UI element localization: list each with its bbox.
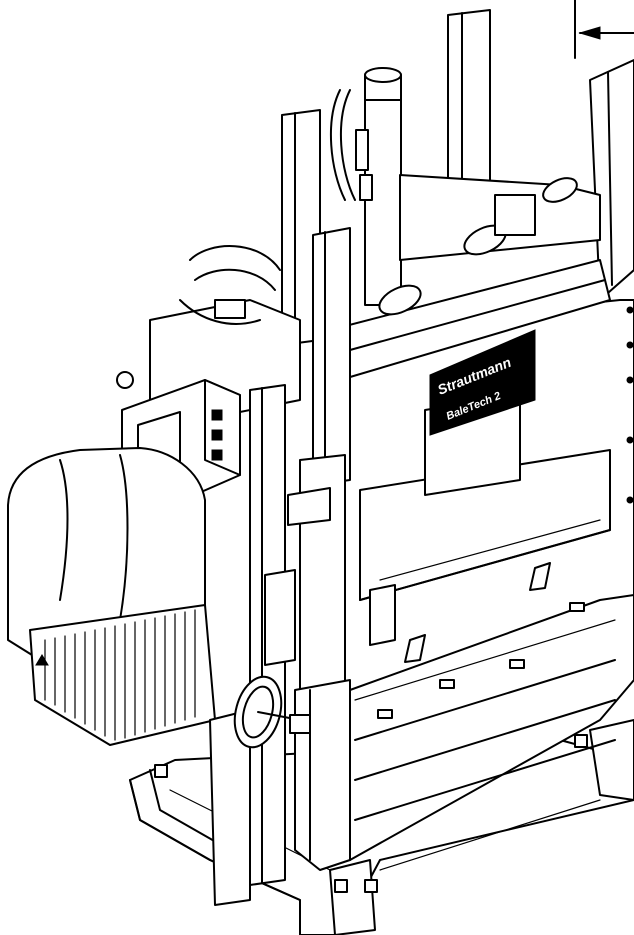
arrow-left-icon [574,0,634,59]
press-chamber [319,299,634,861]
foot-pads [154,734,588,893]
handwheel-icon [233,675,311,749]
hydraulic-cylinder [330,67,402,306]
motor-cover [7,447,216,746]
cooling-fins [44,609,196,741]
door-latch-block [264,487,396,666]
top-cross-frame [329,174,611,381]
front-left-column [209,384,286,906]
